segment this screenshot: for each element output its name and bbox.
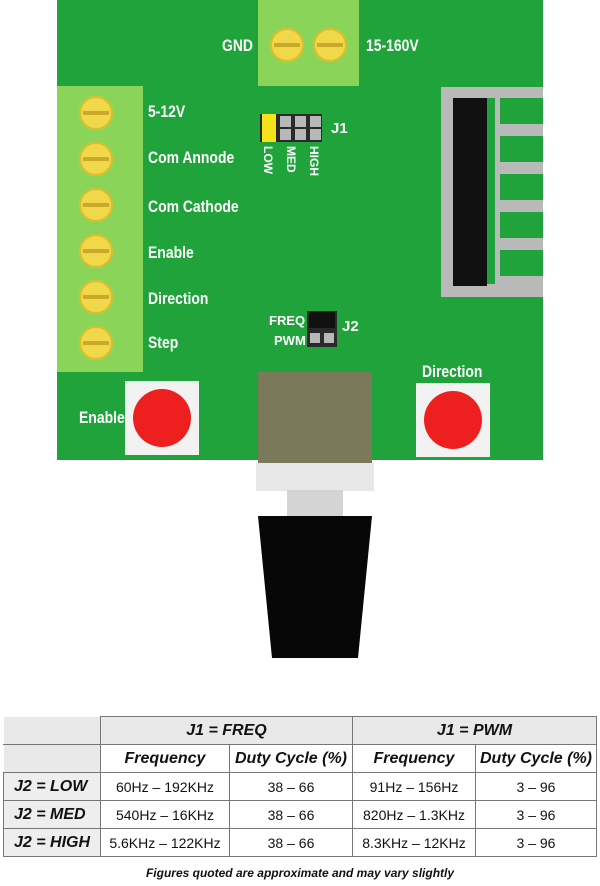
heatsink-bar — [453, 98, 487, 286]
table-cell: 38 – 66 — [229, 828, 353, 857]
j1-label: J1 — [331, 120, 348, 137]
table-cell: 5.6KHz – 122KHz — [100, 828, 230, 857]
potentiometer-knob[interactable] — [250, 512, 380, 662]
row-header: J2 = LOW — [3, 772, 101, 801]
table-cell: 8.3KHz – 12KHz — [352, 828, 476, 857]
table-row: J2 = MED 540Hz – 16KHz 38 – 66 820Hz – 1… — [3, 800, 597, 829]
j1-pos-high: HIGH — [307, 146, 321, 176]
table-column-row: Frequency Duty Cycle (%) Frequency Duty … — [3, 744, 597, 773]
table-cell: 820Hz – 1.3KHz — [352, 800, 476, 829]
terminal-screw-2 — [79, 142, 113, 176]
heatsink-slot — [500, 250, 543, 276]
terminal-screw-3 — [79, 188, 113, 222]
row-header: J2 = MED — [3, 800, 101, 829]
terminal-label-6: Step — [148, 333, 179, 352]
table-row: J2 = HIGH 5.6KHz – 122KHz 38 – 66 8.3KHz… — [3, 828, 597, 857]
direction-button[interactable] — [424, 391, 482, 449]
direction-button-label: Direction — [422, 362, 483, 381]
j1-pin — [280, 116, 291, 127]
table-group-row: J1 = FREQ J1 = PWM — [3, 716, 597, 745]
potentiometer-shaft — [287, 490, 343, 516]
group-header-freq: J1 = FREQ — [100, 716, 353, 745]
column-header: Frequency — [352, 744, 476, 773]
table-corner — [3, 744, 101, 773]
column-header: Duty Cycle (%) — [475, 744, 597, 773]
table-cell: 3 – 96 — [475, 828, 597, 857]
j1-pin — [310, 129, 321, 140]
spec-table: J1 = FREQ J1 = PWM Frequency Duty Cycle … — [3, 716, 597, 857]
j2-jumper-cap — [309, 312, 335, 328]
j1-pin — [295, 129, 306, 140]
j1-jumper-cap — [262, 114, 276, 142]
terminal-label-4: Enable — [148, 243, 194, 262]
gnd-label: GND — [222, 36, 253, 55]
table-cell: 540Hz – 16KHz — [100, 800, 230, 829]
column-header: Duty Cycle (%) — [229, 744, 353, 773]
table-row: J2 = LOW 60Hz – 192KHz 38 – 66 91Hz – 15… — [3, 772, 597, 801]
j1-pin — [295, 116, 306, 127]
terminal-label-5: Direction — [148, 289, 209, 308]
terminal-screw-4 — [79, 234, 113, 268]
heatsink-slot — [500, 136, 543, 162]
heatsink-slot — [500, 174, 543, 200]
potentiometer-body — [258, 372, 372, 467]
table-cell: 38 – 66 — [229, 800, 353, 829]
j2-pin — [310, 333, 320, 343]
table-cell: 3 – 96 — [475, 772, 597, 801]
j2-label: J2 — [342, 318, 359, 335]
hv-screw — [313, 28, 347, 62]
enable-button[interactable] — [133, 389, 191, 447]
heatsink-slot — [500, 212, 543, 238]
heatsink-slot — [500, 98, 543, 124]
terminal-label-2: Com Annode — [148, 148, 235, 167]
j1-pin — [280, 129, 291, 140]
group-header-pwm: J1 = PWM — [352, 716, 597, 745]
table-cell: 91Hz – 156Hz — [352, 772, 476, 801]
column-header: Frequency — [100, 744, 230, 773]
terminal-screw-5 — [79, 280, 113, 314]
terminal-label-3: Com Cathode — [148, 197, 239, 216]
gnd-screw — [270, 28, 304, 62]
hv-label: 15-160V — [366, 36, 419, 55]
table-cell: 38 – 66 — [229, 772, 353, 801]
j2-pin — [324, 333, 334, 343]
j2-pos-freq: FREQ — [269, 313, 306, 328]
potentiometer-base — [256, 463, 374, 491]
control-terminal-block — [57, 86, 143, 372]
table-footnote: Figures quoted are approximate and may v… — [145, 866, 455, 880]
terminal-label-1: 5-12V — [148, 102, 186, 121]
row-header: J2 = HIGH — [3, 828, 101, 857]
j1-pos-med: MED — [284, 146, 298, 173]
j2-pos-pwm: PWM — [274, 333, 306, 348]
terminal-screw-1 — [79, 96, 113, 130]
table-cell: 60Hz – 192KHz — [100, 772, 230, 801]
table-cell: 3 – 96 — [475, 800, 597, 829]
enable-button-label: Enable — [79, 408, 125, 427]
terminal-screw-6 — [79, 326, 113, 360]
j1-pos-low: LOW — [261, 146, 275, 174]
j1-pin — [310, 116, 321, 127]
table-corner — [3, 716, 101, 745]
